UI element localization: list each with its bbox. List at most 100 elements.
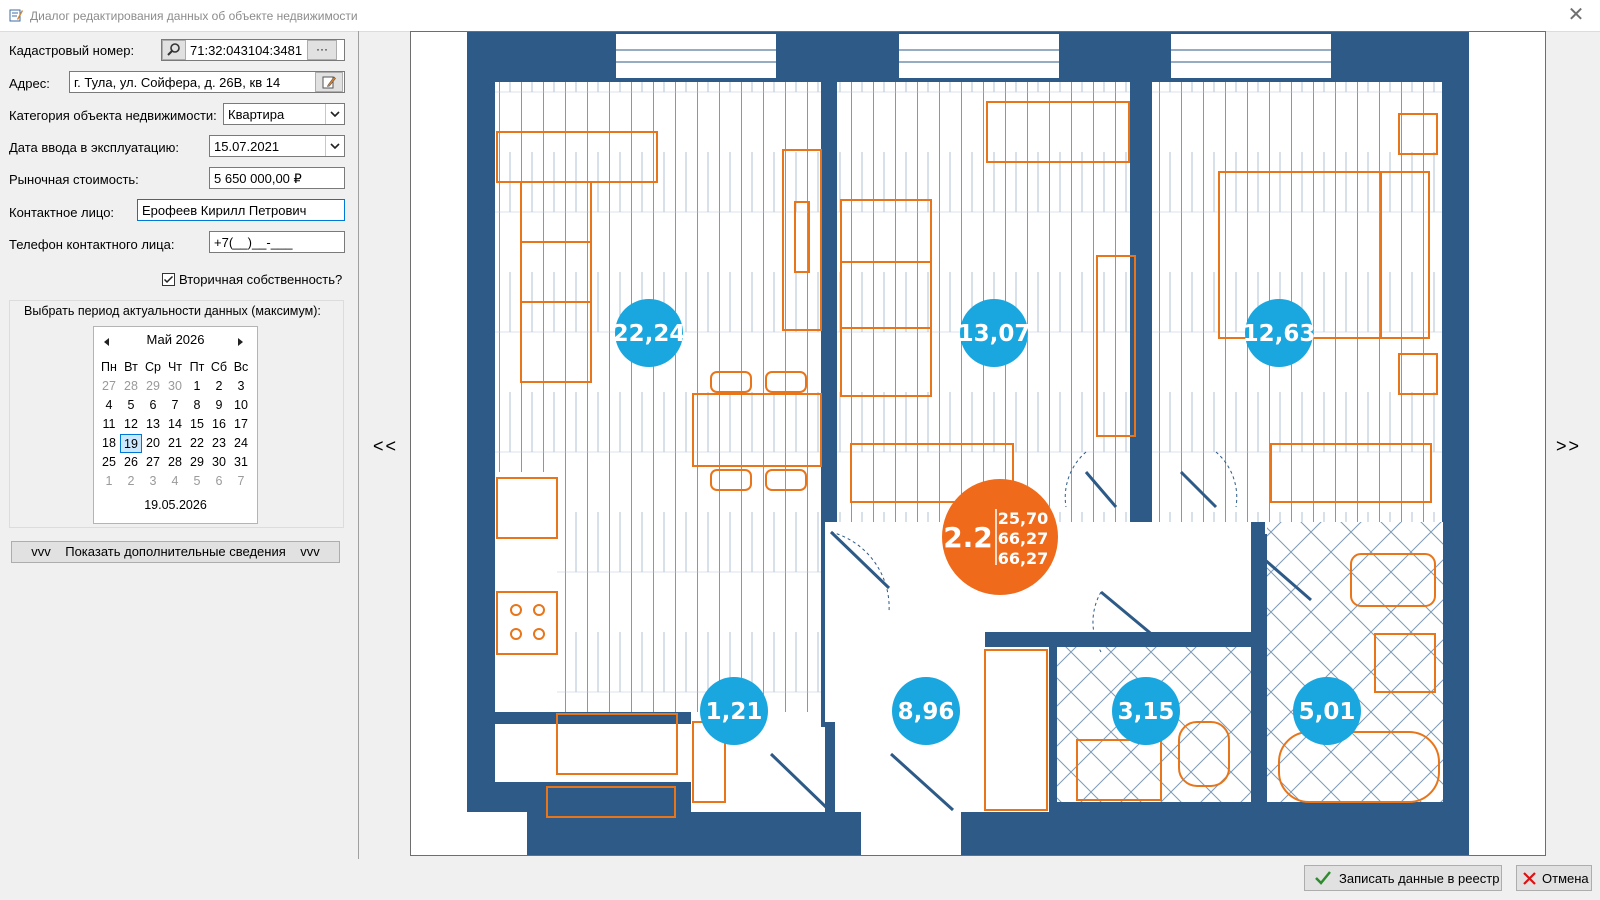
panel-divider: [358, 31, 359, 859]
calendar-day[interactable]: 15: [190, 417, 204, 431]
calendar-day[interactable]: 26: [124, 455, 138, 469]
address-field[interactable]: г. Тула, ул. Сойфера, д. 26В, кв 14: [69, 71, 345, 93]
calendar-weekday: Пн: [101, 360, 117, 374]
secondary-label: Вторичная собственность?: [179, 272, 343, 287]
room-area-label: 13,07: [958, 321, 1031, 347]
calendar-day[interactable]: 5: [193, 474, 201, 488]
calendar-day[interactable]: 9: [215, 398, 223, 412]
calendar-day[interactable]: 14: [168, 417, 182, 431]
calendar-weekday: Вс: [233, 360, 249, 374]
save-to-registry-button[interactable]: Записать данные в реестр: [1304, 865, 1502, 891]
room-area-label: 22,24: [613, 321, 686, 347]
unit-area-label: 66,27: [998, 549, 1049, 568]
calendar-month: Май 2026: [146, 332, 205, 347]
calendar-day[interactable]: 31: [234, 455, 248, 469]
address-value: г. Тула, ул. Сойфера, д. 26В, кв 14: [74, 75, 281, 90]
calendar-day[interactable]: 21: [168, 436, 182, 450]
category-value: Квартира: [228, 107, 285, 122]
contact-label: Контактное лицо:: [9, 205, 115, 220]
calendar-day[interactable]: 24: [234, 436, 248, 450]
calendar-day[interactable]: 19: [120, 434, 142, 453]
calendar-day[interactable]: 2: [215, 379, 223, 393]
room-area-label: 1,21: [706, 699, 763, 725]
price-value: 5 650 000,00 ₽: [214, 171, 302, 186]
calendar-day[interactable]: 5: [127, 398, 135, 412]
calendar-day[interactable]: 2: [127, 474, 135, 488]
calendar-day[interactable]: 22: [190, 436, 204, 450]
show-more-button[interactable]: vvv Показать дополнительные сведения vvv: [11, 541, 340, 563]
floor-plan-image: 22,24 13,07 12,63 1,21 8,96 3,15 5,01 2.…: [467, 32, 1469, 855]
calendar-day[interactable]: 29: [190, 455, 204, 469]
period-group: [9, 300, 344, 528]
calendar-day[interactable]: 27: [146, 455, 160, 469]
calendar-day[interactable]: 30: [212, 455, 226, 469]
calendar-day[interactable]: 28: [124, 379, 138, 393]
cancel-button[interactable]: Отмена: [1516, 865, 1592, 891]
prev-image-button[interactable]: <<: [373, 436, 399, 456]
calendar-day[interactable]: 7: [237, 474, 245, 488]
cadastral-field[interactable]: 71:32:043104:3481: [161, 39, 345, 61]
calendar-day[interactable]: 28: [168, 455, 182, 469]
room-area-label: 3,15: [1118, 699, 1175, 725]
calendar-day[interactable]: 27: [102, 379, 116, 393]
calendar-day[interactable]: 10: [234, 398, 248, 412]
price-field[interactable]: 5 650 000,00 ₽: [209, 167, 345, 189]
calendar-day[interactable]: 3: [149, 474, 157, 488]
calendar-day[interactable]: 6: [215, 474, 223, 488]
calendar-weekday: Сб: [210, 360, 228, 374]
price-label: Рыночная стоимость:: [9, 172, 139, 187]
calendar-day[interactable]: 20: [146, 436, 160, 450]
calendar-day[interactable]: 7: [171, 398, 179, 412]
close-window-button[interactable]: ✕: [1567, 4, 1585, 26]
floor-plan-viewer: 22,24 13,07 12,63 1,21 8,96 3,15 5,01 2.…: [410, 31, 1546, 856]
phone-label: Телефон контактного лица:: [9, 237, 175, 252]
chevron-down-icon: [325, 136, 344, 156]
room-area-label: 5,01: [1299, 699, 1356, 725]
date-picker[interactable]: 15.07.2021: [209, 135, 345, 157]
calendar-day[interactable]: 12: [124, 417, 138, 431]
calendar-day[interactable]: 4: [105, 398, 113, 412]
calendar-day[interactable]: 25: [102, 455, 116, 469]
calendar-day[interactable]: 6: [149, 398, 157, 412]
calendar-day[interactable]: 4: [171, 474, 179, 488]
contact-value: Ерофеев Кирилл Петрович: [142, 203, 307, 218]
chevron-right-icon: [238, 338, 243, 346]
calendar-day[interactable]: 11: [102, 417, 116, 431]
next-image-button[interactable]: >>: [1556, 436, 1582, 456]
calendar-day[interactable]: 1: [105, 474, 113, 488]
edit-icon: [322, 76, 336, 89]
calendar-day[interactable]: 1: [193, 379, 201, 393]
cadastral-more-button[interactable]: ···: [307, 40, 337, 60]
calendar-weekday: Ср: [145, 360, 161, 374]
room-area-label: 8,96: [898, 699, 955, 725]
calendar-day[interactable]: 23: [212, 436, 226, 450]
prev-month-button[interactable]: [102, 335, 116, 349]
phone-field[interactable]: +7(__)__-___: [209, 231, 345, 253]
calendar-day[interactable]: 30: [168, 379, 182, 393]
cadastral-search-button[interactable]: [162, 40, 186, 60]
date-label: Дата ввода в эксплуатацию:: [9, 140, 179, 155]
calendar-day[interactable]: 3: [237, 379, 245, 393]
secondary-ownership-checkbox[interactable]: Вторичная собственность?: [162, 272, 342, 287]
room-badges: [615, 299, 1361, 745]
calendar-weekday: Пт: [189, 360, 205, 374]
unit-area-label: 25,70: [998, 509, 1049, 528]
checkbox-checked-icon: [162, 273, 175, 286]
calendar-day[interactable]: 18: [102, 436, 116, 450]
category-select[interactable]: Квартира: [223, 103, 345, 125]
cadastral-label: Кадастровый номер:: [9, 43, 135, 58]
calendar-day[interactable]: 8: [193, 398, 201, 412]
next-month-button[interactable]: [235, 335, 249, 349]
calendar-today[interactable]: 19.05.2026: [144, 498, 207, 512]
calendar-day[interactable]: 17: [234, 417, 248, 431]
room-area-label: 12,63: [1243, 321, 1316, 347]
calendar-day[interactable]: 16: [212, 417, 226, 431]
calendar-day[interactable]: 29: [146, 379, 160, 393]
date-value: 15.07.2021: [214, 139, 280, 154]
contact-field[interactable]: Ерофеев Кирилл Петрович: [137, 199, 345, 221]
chevron-left-icon: [104, 338, 109, 346]
address-edit-button[interactable]: [315, 72, 343, 92]
calendar-day[interactable]: 13: [146, 417, 160, 431]
address-label: Адрес:: [9, 76, 50, 91]
